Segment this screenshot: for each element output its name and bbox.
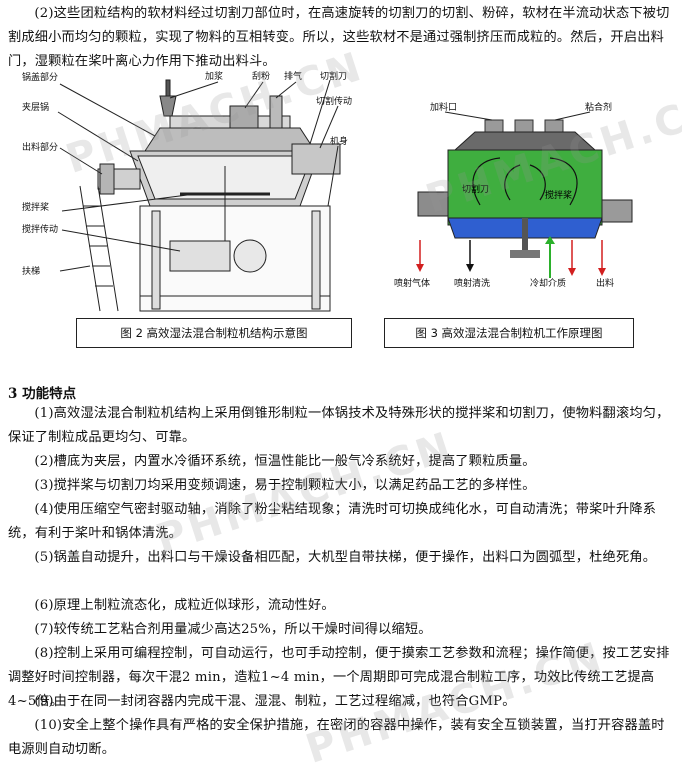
label-jacket: 夹层锅 [22,101,49,113]
label-lid: 锅盖部分 [22,71,58,83]
label-paddle-drive: 搅拌传动 [22,223,58,235]
feature-2: (2)槽底为夹层，内置水冷循环系统，恒温性能比一般气冷系统好，提高了颗粒质量。 [34,454,536,469]
label-exhaust: 排气 [284,70,302,82]
feature-1: (1)高效湿法混合制粒机结构上采用倒锥形制粒一体锅技术及特殊形状的搅拌桨和切割刀… [8,406,670,445]
label-add-slurry: 加浆 [205,70,223,82]
label-discharge-3: 出料 [596,277,614,289]
feature-9: (9)由于在同一封闭容器内完成干混、湿混、制粒，工艺过程缩减，也符合GMP。 [34,694,516,709]
spray-gas-arrow [416,264,424,272]
figure-3-principle-diagram: 加料口 粘合剂 切割刀 搅拌桨 喷射气体 喷射清洗 冷却介质 出料 [390,100,660,310]
feature-3: (3)搅拌桨与切割刀均采用变频调速，易于控制颗粒大小，以满足药品工艺的多样性。 [34,478,536,493]
label-cutter-3: 切割刀 [462,183,489,195]
label-discharge: 出料部分 [22,141,58,153]
label-spray-gas: 喷射气体 [394,277,430,289]
label-inlet: 加料口 [430,101,457,113]
label-paddle-3: 搅拌桨 [545,189,572,201]
label-cutter: 切割刀 [320,70,347,82]
feature-5: (5)锅盖自动提升，出料口与干燥设备相匹配，大机型自带扶梯，便于操作，出料口为圆… [34,550,657,565]
coolant-arrow [545,236,555,244]
figure-2-structure-diagram: 锅盖部分 夹层锅 出料部分 搅拌桨 搅拌传动 扶梯 加浆 刮粉 排气 切割刀 切… [20,66,360,316]
feature-8: (8)控制上采用可编程控制，可自动运行，也可手动控制，便于摸索工艺参数和流程；操… [8,646,670,709]
feature-4: (4)使用压缩空气密封驱动轴，消除了粉尘粘结现象；清洗时可切换成纯化水，可自动清… [8,502,657,541]
feature-7: (7)较传统工艺粘合剂用量减少高达25%，所以干燥时间得以缩短。 [34,622,432,637]
label-spray-clean: 喷射清洗 [454,277,490,289]
feature-6: (6)原理上制粒流态化，成粒近似球形，流动性好。 [34,598,335,613]
section-title: 3 功能特点 [8,386,77,402]
label-scraper: 刮粉 [252,70,270,82]
label-binder: 粘合剂 [585,101,612,113]
label-coolant: 冷却介质 [530,277,566,289]
label-frame: 机身 [330,135,348,147]
label-cutter-drive: 切割传动 [316,95,352,107]
intro-paragraph: (2)这些团粒结构的软材料经过切割刀部位时，在高速旋转的切割刀的切割、粉碎，软材… [8,6,670,69]
figure-3-caption: 图 3 高效湿法混合制粒机工作原理图 [384,318,634,348]
figure-2-caption: 图 2 高效湿法混合制粒机结构示意图 [76,318,352,348]
feature-10: (10)安全上整个操作具有严格的安全保护措施，在密闭的容器中操作，装有安全互锁装… [8,718,665,757]
label-ladder: 扶梯 [22,265,40,277]
label-paddle: 搅拌桨 [22,201,49,213]
